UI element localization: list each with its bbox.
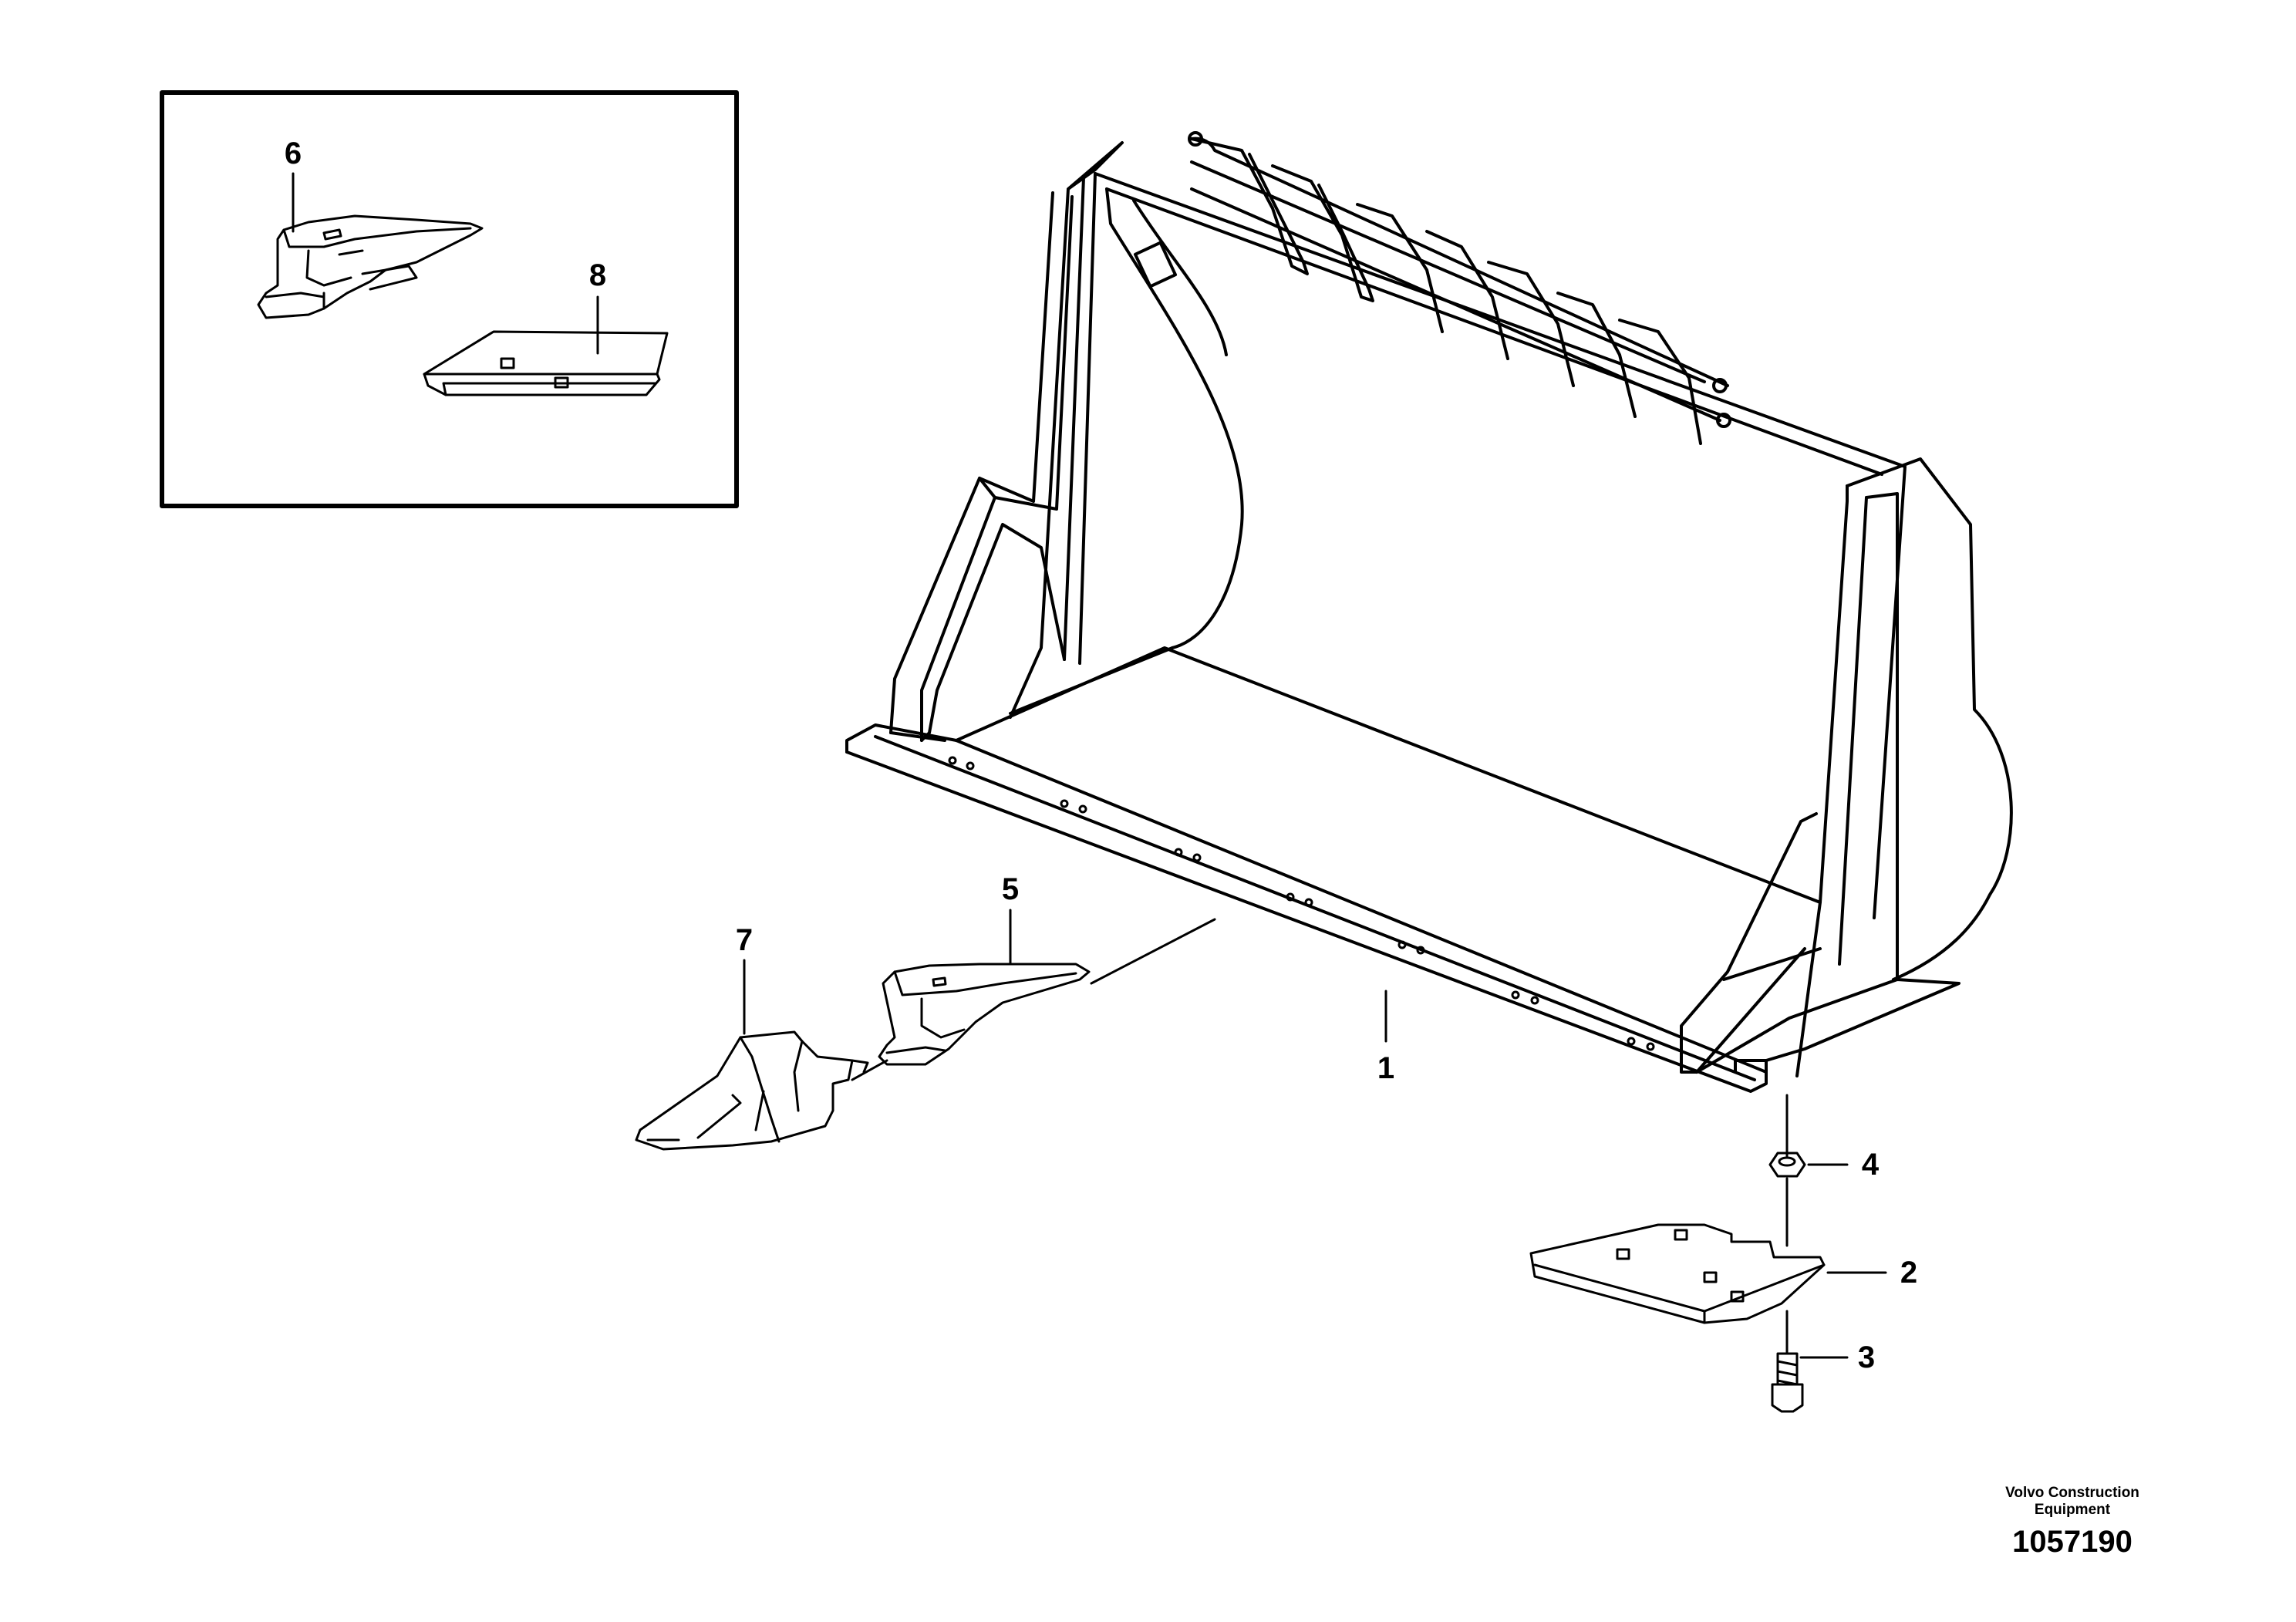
callout-4: 4 [1862,1148,1880,1182]
edge-bolt-holes [948,756,1655,1051]
bucket-mounting-lugs [1133,131,1731,445]
inset-panel [160,90,739,508]
bolt [1771,1352,1804,1413]
callout-3: 3 [1858,1340,1875,1374]
callout-5: 5 [1002,872,1019,906]
callout-6: 6 [285,137,302,170]
callout-2: 2 [1900,1256,1917,1290]
alt-adapter-tooth [257,214,484,319]
adapter [878,963,1091,1066]
callout-8: 8 [589,258,606,292]
company-name: Volvo Construction Equipment [2005,1485,2139,1518]
nut [1768,1152,1806,1178]
leader-line-7-5 [851,1059,888,1081]
callout-labels: 6 8 5 7 1 4 2 3 [285,137,1917,1374]
wear-pad [1529,1223,1826,1324]
alt-wear-plate [423,330,669,396]
footer-block: Volvo Construction Equipment 1057190 [1995,1485,2149,1560]
inset-frame [160,90,739,508]
document-number: 1057190 [2012,1525,2132,1559]
callout-7: 7 [736,923,753,957]
tooth [635,1030,869,1151]
callout-1: 1 [1377,1051,1394,1085]
bucket [845,131,2013,1093]
leader-line-5-edge [1090,918,1216,985]
